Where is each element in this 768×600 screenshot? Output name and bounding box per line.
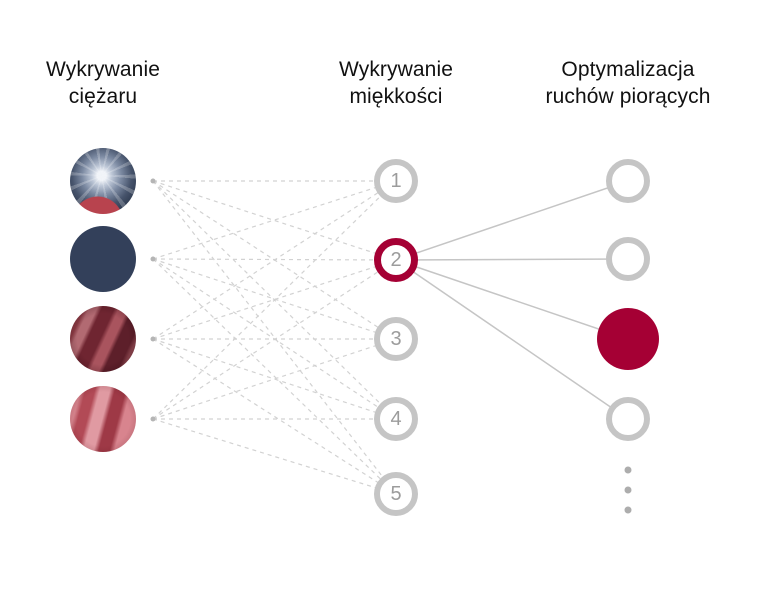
- softness-node-3: 3: [374, 317, 418, 361]
- title-line: Wykrywanie: [339, 58, 453, 81]
- drum-photo-fabric: [70, 226, 136, 292]
- dashed-connection-line: [152, 418, 397, 495]
- dashed-connection-line: [152, 259, 397, 420]
- connector-dot: [150, 336, 156, 342]
- dashed-connection-line: [152, 338, 397, 495]
- connector-dot: [150, 178, 156, 184]
- output-node-4: [606, 397, 650, 441]
- dashed-connection-line: [152, 180, 397, 420]
- ellipsis-dot: [624, 506, 632, 514]
- column-title-weight-detection: Wykrywanie ciężaru: [46, 57, 160, 111]
- title-line: ruchów piorących: [545, 84, 711, 108]
- output-node-1: [606, 159, 650, 203]
- title-line: Wykrywanie: [46, 58, 160, 81]
- dashed-connection-line: [152, 258, 397, 340]
- title-line: Optymalizacja: [561, 58, 695, 81]
- column-title-softness-detection: Wykrywanie miękkości: [339, 57, 453, 111]
- dashed-connection-line: [152, 180, 397, 261]
- softness-node-2-selected: 2: [374, 238, 418, 282]
- solid-connection-line: [395, 258, 629, 261]
- connector-dot: [150, 256, 156, 262]
- dashed-connection-line: [152, 259, 397, 340]
- node-number-label: 1: [390, 169, 402, 192]
- connector-dot: [150, 416, 156, 422]
- dashed-connection-line: [152, 338, 397, 420]
- node-number-label: 5: [390, 482, 402, 505]
- solid-connection-line: [395, 259, 629, 420]
- softness-node-5: 5: [374, 472, 418, 516]
- title-line: ciężaru: [68, 84, 138, 108]
- solid-connection-line: [395, 259, 629, 340]
- dashed-connection-line: [152, 180, 397, 495]
- solid-connection-line: [395, 180, 629, 261]
- title-line: miękkości: [349, 84, 443, 108]
- fabric-photo-pink: [70, 386, 136, 452]
- drum-photo-steel: [70, 148, 136, 214]
- fabric-photo-dark-red: [70, 306, 136, 372]
- ellipsis-dot: [624, 486, 632, 494]
- output-node-3-active: [597, 308, 659, 370]
- dashed-connection-line: [152, 180, 397, 260]
- ellipsis-dot: [624, 466, 632, 474]
- dashed-connection-line: [152, 180, 397, 340]
- softness-node-1: 1: [374, 159, 418, 203]
- dashed-connection-line: [152, 338, 397, 420]
- output-node-2: [606, 237, 650, 281]
- dashed-connection-line: [152, 258, 397, 495]
- node-number-label: 3: [390, 327, 402, 350]
- softness-node-4: 4: [374, 397, 418, 441]
- node-number-label: 2: [390, 248, 402, 271]
- node-number-label: 4: [390, 407, 402, 430]
- column-title-wash-motion-optimization: Optymalizacja ruchów piorących: [545, 57, 710, 111]
